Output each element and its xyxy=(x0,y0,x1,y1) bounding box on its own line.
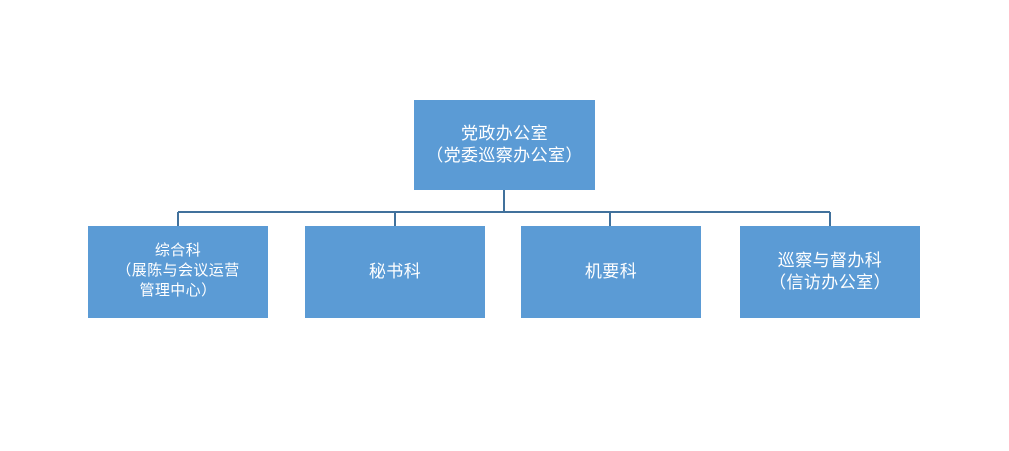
org-node-child-1-line-1: 秘书科 xyxy=(368,261,422,281)
org-node-child-0-line-3: 管理中心） xyxy=(139,282,217,299)
org-node-child-2-line-1: 机要科 xyxy=(584,261,638,281)
org-node-comprehensive-section[interactable]: 综合科 （展陈与会议运营 管理中心） xyxy=(88,226,268,318)
org-node-child-3-line-2: （信访办公室） xyxy=(769,273,891,292)
org-node-child-3-line-1: 巡察与督办科 xyxy=(777,250,883,270)
org-node-secretariat-section[interactable]: 秘书科 xyxy=(305,226,485,318)
org-node-root-line-2: （党委巡察办公室） xyxy=(426,146,583,165)
org-node-child-0-line-2: （展陈与会议运营 xyxy=(116,263,240,280)
org-node-confidential-section[interactable]: 机要科 xyxy=(521,226,701,318)
org-node-root-line-1: 党政办公室 xyxy=(461,123,548,143)
org-node-child-0-line-1: 综合科 xyxy=(154,243,202,260)
org-node-root[interactable]: 党政办公室 （党委巡察办公室） xyxy=(414,100,595,190)
org-node-inspection-supervision-section[interactable]: 巡察与督办科 （信访办公室） xyxy=(740,226,920,318)
